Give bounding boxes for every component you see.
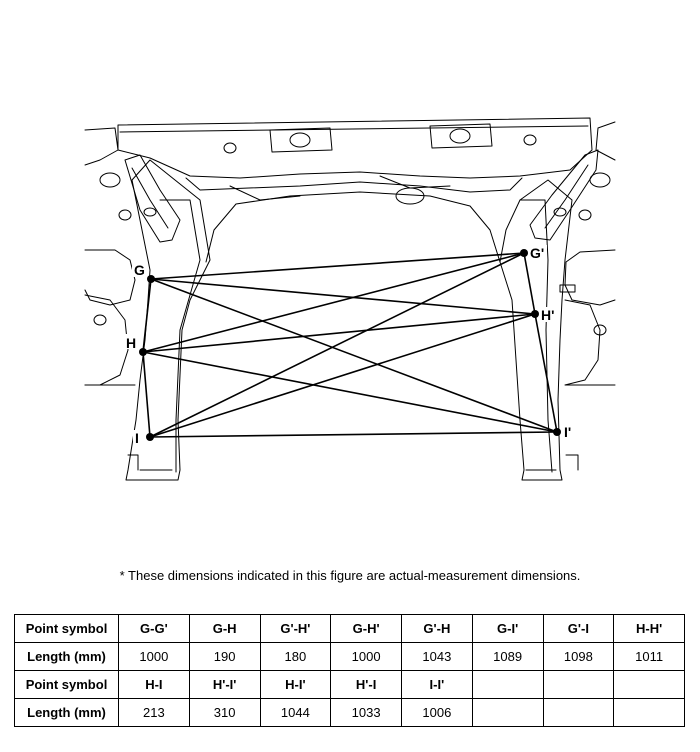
table-row-lengths-1: Length (mm) 1000 190 180 1000 1043 1089 … [14, 642, 685, 671]
table-cell: 1089 [471, 642, 544, 671]
point-h [139, 348, 147, 356]
line-h-hp [142, 313, 536, 353]
table-cell: G-G' [118, 614, 190, 643]
table-cell [542, 698, 615, 727]
table-cell: H'-I [330, 670, 402, 699]
label-hp: H' [541, 307, 554, 323]
line-h-ip [142, 351, 558, 433]
measurement-note: * These dimensions indicated in this fig… [119, 568, 581, 583]
table-cell: 1000 [330, 642, 402, 671]
line-g-hp [150, 278, 536, 315]
line-g-h [142, 278, 152, 353]
line-h-i [142, 351, 151, 438]
row-header-length: Length (mm) [14, 642, 119, 671]
line-gp-i [149, 252, 525, 438]
table-cell [613, 670, 685, 699]
table-cell: 1044 [259, 698, 332, 727]
label-i: I [135, 430, 139, 446]
line-g-ip [150, 278, 558, 433]
table-cell: G'-H [401, 614, 473, 643]
row-header-point-symbol: Point symbol [14, 614, 119, 643]
table-cell [613, 698, 685, 727]
table-cell: H-H' [613, 614, 685, 643]
label-h: H [126, 335, 136, 351]
frame-diagram-svg: G H I G' H' I' [84, 117, 616, 481]
table-cell: I-I' [401, 670, 473, 699]
table-cell [471, 670, 544, 699]
table-cell: H'-I' [188, 670, 261, 699]
table-cell: 180 [259, 642, 332, 671]
line-i-ip [149, 431, 558, 438]
table-cell: G-H' [330, 614, 402, 643]
point-g [147, 275, 155, 283]
measurement-points [139, 249, 561, 441]
frame-diagram: G H I G' H' I' [84, 117, 616, 481]
table-cell [542, 670, 615, 699]
point-i [146, 433, 154, 441]
table-row-lengths-2: Length (mm) 213 310 1044 1033 1006 [14, 698, 685, 727]
table-cell: G-H [188, 614, 261, 643]
line-gp-h [142, 252, 525, 353]
table-row-symbols-1: Point symbol G-G' G-H G'-H' G-H' G'-H G-… [14, 614, 685, 643]
table-cell: 310 [188, 698, 261, 727]
table-cell: H-I [118, 670, 190, 699]
table-cell: G'-H' [259, 614, 332, 643]
table-cell: 1006 [401, 698, 473, 727]
label-g: G [134, 262, 145, 278]
table-cell: 1043 [401, 642, 473, 671]
table-cell: 1011 [613, 642, 685, 671]
measurement-lines [142, 252, 558, 438]
point-ip [553, 428, 561, 436]
table-cell: G'-I [542, 614, 615, 643]
table-cell: G-I' [471, 614, 544, 643]
table-cell [471, 698, 544, 727]
table-cell: H-I' [259, 670, 332, 699]
table-cell: 1033 [330, 698, 402, 727]
table-cell: 190 [188, 642, 261, 671]
label-gp: G' [530, 245, 544, 261]
label-ip: I' [564, 424, 571, 440]
point-gp [520, 249, 528, 257]
row-header-length: Length (mm) [14, 698, 119, 727]
table-cell: 1098 [542, 642, 615, 671]
table-row-symbols-2: Point symbol H-I H'-I' H-I' H'-I I-I' [14, 670, 685, 699]
line-hp-i [149, 313, 536, 438]
line-gp-hp [523, 252, 536, 315]
line-g-gp [150, 252, 525, 280]
line-hp-ip [534, 313, 558, 433]
table-cell: 1000 [118, 642, 190, 671]
table-cell: 213 [118, 698, 190, 727]
point-hp [531, 310, 539, 318]
dimension-table: Point symbol G-G' G-H G'-H' G-H' G'-H G-… [14, 614, 685, 727]
row-header-point-symbol: Point symbol [14, 670, 119, 699]
point-labels: G H I G' H' I' [124, 245, 577, 446]
